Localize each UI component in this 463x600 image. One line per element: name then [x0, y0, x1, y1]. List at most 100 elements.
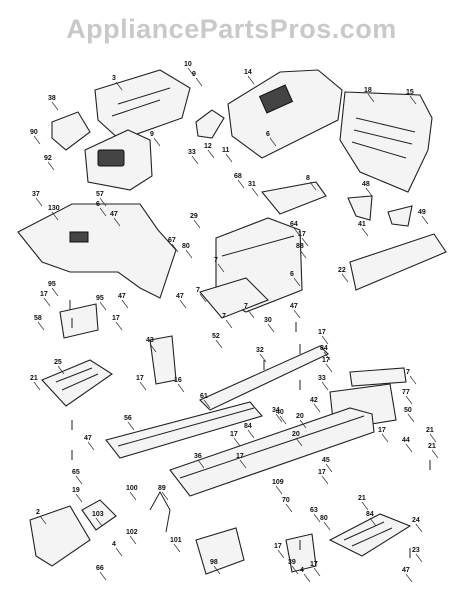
callout-label: 4 [300, 567, 304, 574]
callout-label: 19 [72, 487, 80, 494]
callout-label: 47 [402, 567, 410, 574]
callout-leader [251, 187, 259, 197]
callout-leader [323, 351, 331, 361]
callout-leader [43, 297, 51, 307]
callout-leader [409, 375, 417, 385]
frame-rail-left [105, 401, 263, 459]
callout-label: 84 [244, 423, 252, 430]
callout-leader [267, 323, 275, 333]
callout-label: 8 [306, 175, 310, 182]
callout-label: 7 [406, 369, 410, 376]
callout-label: 40 [276, 409, 284, 416]
callout-leader [323, 521, 331, 531]
callout-leader [75, 493, 83, 503]
callout-label: 48 [362, 181, 370, 188]
side-panel [349, 233, 447, 291]
callout-label: 17 [230, 431, 238, 438]
callout-label: 16 [174, 377, 182, 384]
callout-label: 17 [318, 329, 326, 336]
callout-label: 47 [176, 293, 184, 300]
callout-leader [381, 433, 389, 443]
callout-label: 77 [402, 389, 410, 396]
callout-leader [407, 413, 415, 423]
callout-label: 15 [406, 89, 414, 96]
callout-leader [239, 459, 247, 469]
callout-leader [415, 553, 423, 563]
callout-label: 4 [112, 541, 116, 548]
fender [17, 203, 177, 299]
footrest-right [328, 513, 412, 557]
callout-leader [309, 181, 317, 191]
callout-leader [325, 363, 333, 373]
callout-leader [421, 215, 429, 225]
callout-leader [293, 277, 301, 287]
callout-leader [115, 321, 123, 331]
callout-label: 6 [266, 131, 270, 138]
callout-label: 34 [272, 407, 280, 414]
callout-leader [207, 149, 215, 159]
dash-panel [94, 69, 191, 141]
callout-label: 6 [290, 271, 294, 278]
callout-label: 17 [274, 543, 282, 550]
callout-leader [195, 77, 203, 87]
callout-label: 47 [84, 435, 92, 442]
callout-leader [431, 449, 439, 459]
callout-leader [293, 309, 301, 319]
callout-label: 18 [364, 87, 372, 94]
callout-label: 95 [48, 281, 56, 288]
grille-assembly [339, 91, 433, 193]
callout-label: 22 [338, 267, 346, 274]
callout-leader [321, 335, 329, 345]
callout-leader [247, 309, 255, 319]
callout-label: 64 [290, 221, 298, 228]
callout-label: 100 [126, 485, 138, 492]
callout-leader [115, 547, 123, 557]
callout-label: 17 [322, 357, 330, 364]
callout-label: 21 [358, 495, 366, 502]
callout-leader [129, 535, 137, 545]
callout-leader [187, 67, 195, 77]
callout-leader [409, 95, 417, 105]
callout-leader [99, 301, 107, 311]
callout-leader [429, 433, 437, 443]
callout-leader [191, 155, 199, 165]
callout-label: 57 [96, 191, 104, 198]
callout-label: 7 [244, 303, 248, 310]
callout-label: 66 [96, 565, 104, 572]
callout-label: 36 [194, 453, 202, 460]
callout-leader [361, 227, 369, 237]
callout-leader [303, 573, 311, 583]
callout-label: 20 [296, 413, 304, 420]
callout-label: 7 [222, 313, 226, 320]
callout-label: 58 [34, 315, 42, 322]
callout-leader [35, 197, 43, 207]
callout-label: 33 [188, 149, 196, 156]
callout-leader [193, 219, 201, 229]
callout-leader [179, 299, 187, 309]
callout-label: 67 [168, 237, 176, 244]
callout-label: 17 [136, 375, 144, 382]
callout-leader [295, 437, 303, 447]
callout-label: 89 [158, 485, 166, 492]
callout-leader [415, 523, 423, 533]
hood [227, 69, 343, 159]
callout-label: 109 [272, 479, 284, 486]
callout-label: 24 [412, 517, 420, 524]
callout-leader [113, 217, 121, 227]
callout-leader [115, 81, 123, 91]
callout-label: 33 [318, 375, 326, 382]
callout-leader [171, 243, 179, 253]
callout-label: 43 [146, 337, 154, 344]
callout-leader [275, 413, 283, 423]
callout-leader [321, 381, 329, 391]
callout-label: 17 [236, 453, 244, 460]
callout-leader [279, 415, 287, 425]
callout-label: 6 [96, 201, 100, 208]
callout-leader [277, 549, 285, 559]
callout-leader [247, 75, 255, 85]
callout-leader [121, 299, 129, 309]
callout-label: 103 [92, 511, 104, 518]
callout-label: 20 [292, 431, 300, 438]
callout-label: 31 [248, 181, 256, 188]
